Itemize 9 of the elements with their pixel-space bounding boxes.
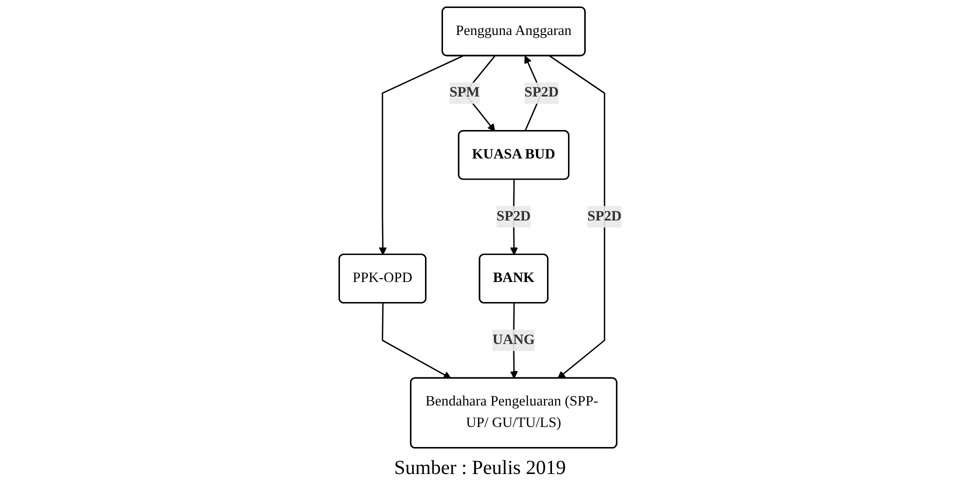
arrow — [381, 303, 451, 379]
caption: Sumber : Peulis 2019 — [394, 456, 566, 481]
edge-label: SP2D — [586, 208, 622, 224]
edge-label: SPM — [449, 85, 480, 100]
arrow — [378, 55, 463, 256]
edge-label: SP2D — [496, 208, 530, 224]
arrow — [548, 55, 605, 379]
edge-label: UANG — [492, 332, 534, 348]
edge-label: SP2D — [524, 85, 558, 100]
